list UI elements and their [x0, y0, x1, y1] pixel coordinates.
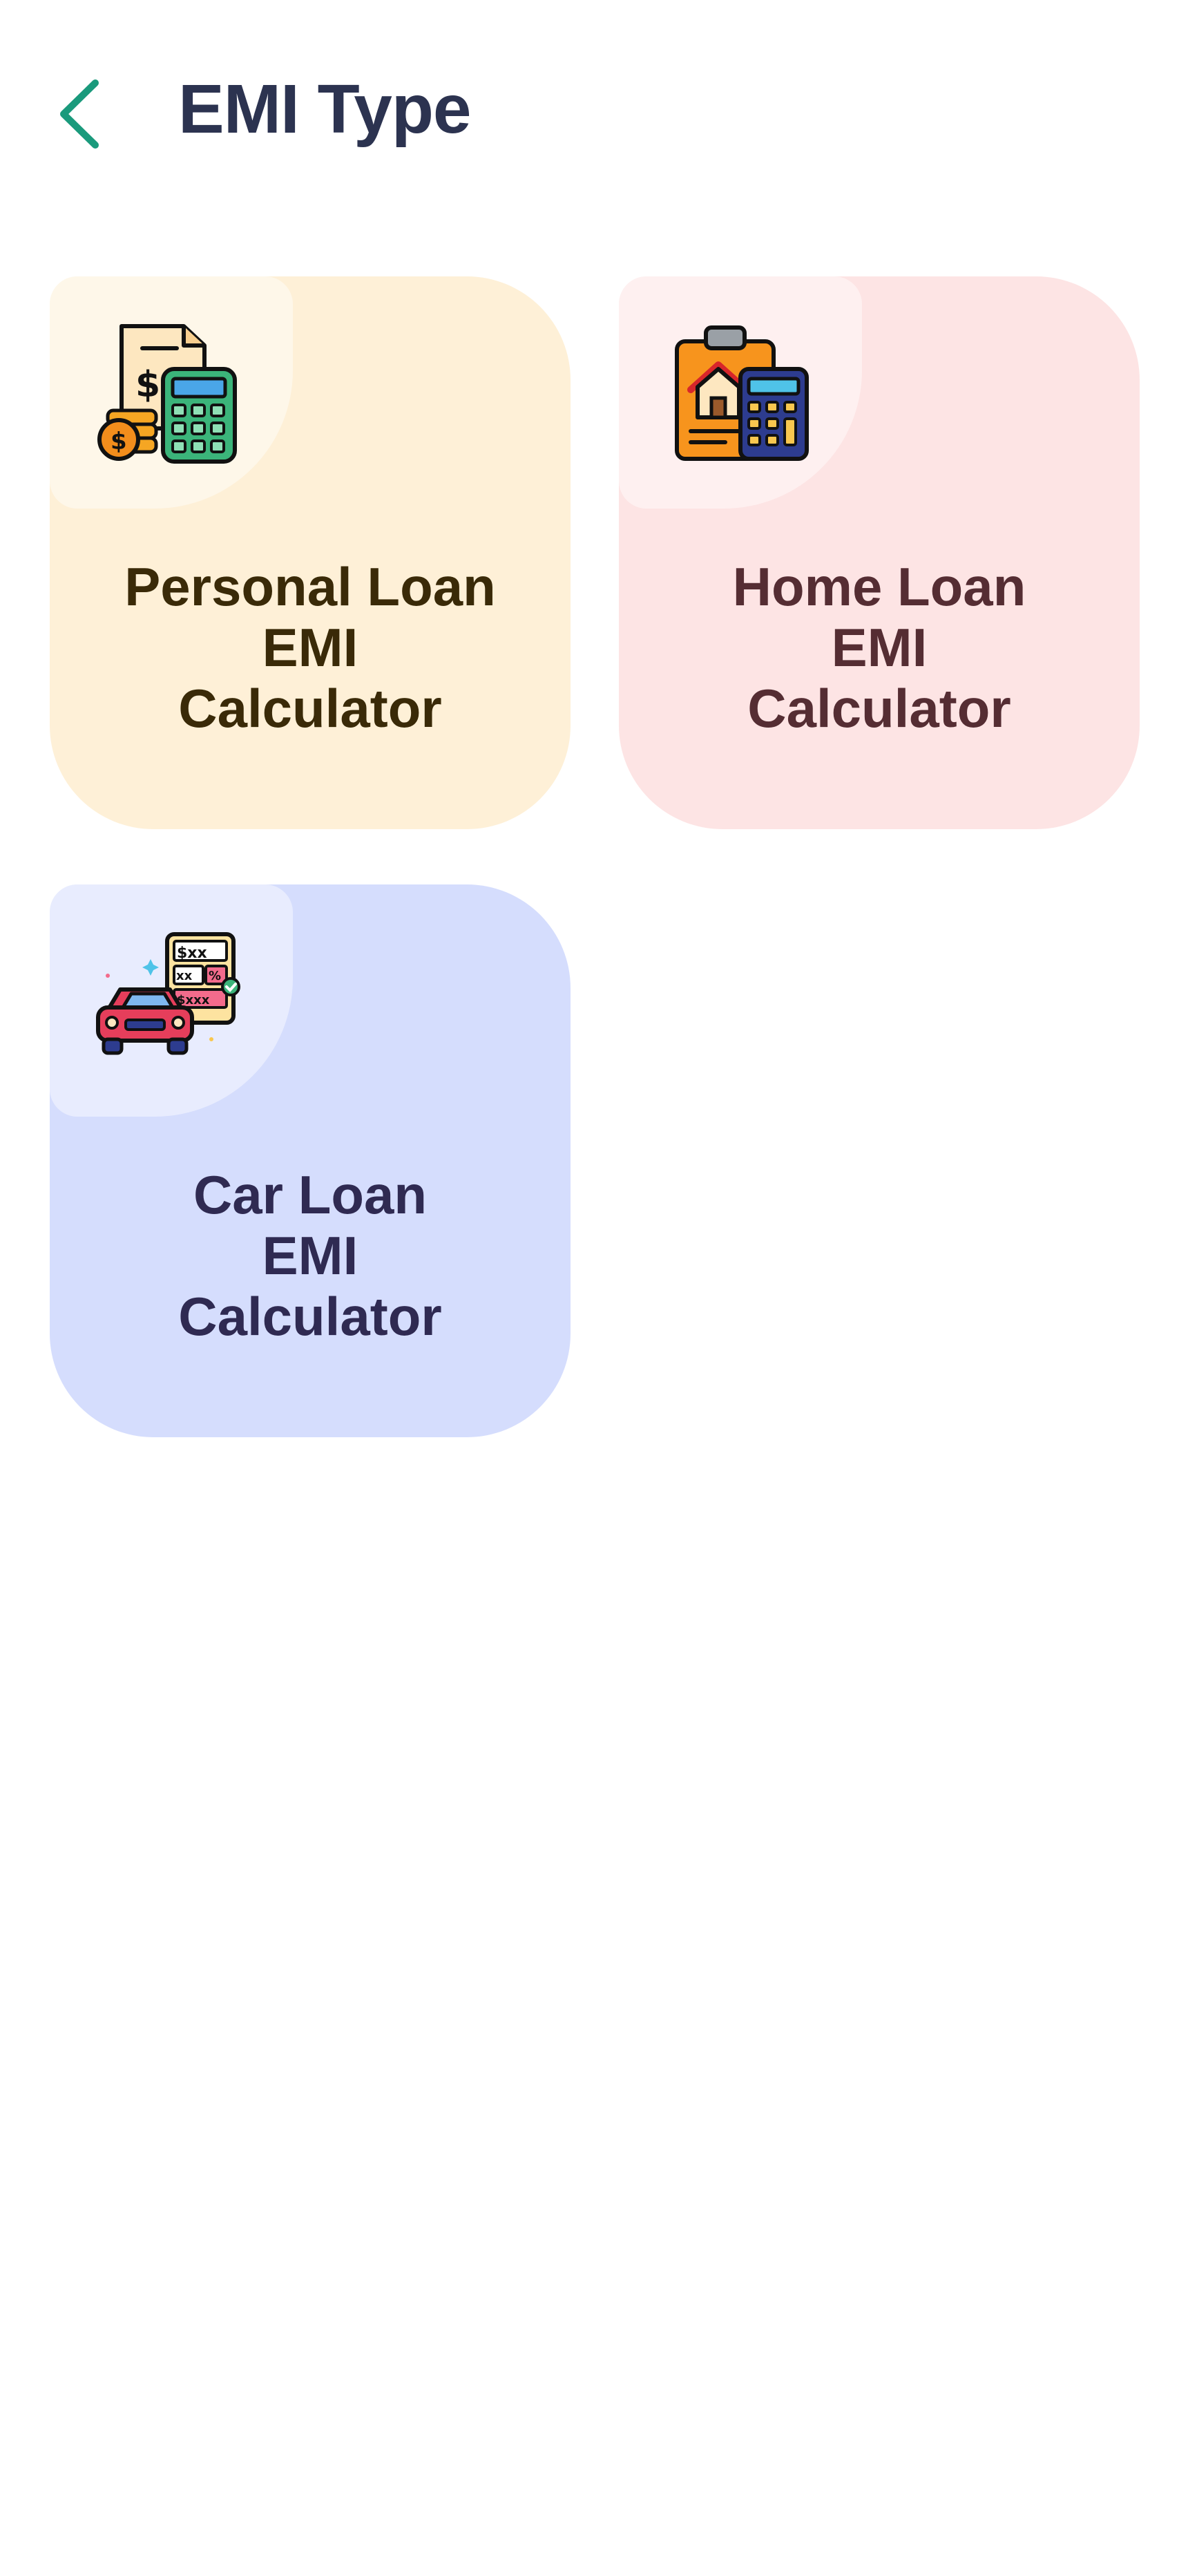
card-label-line: Car Loan	[193, 1164, 428, 1225]
svg-text:$xxx: $xxx	[177, 993, 210, 1007]
card-label-line: Calculator	[178, 678, 442, 739]
card-label-line: EMI	[831, 617, 928, 678]
chevron-left-icon	[60, 79, 99, 149]
home-loan-calculator-icon	[663, 321, 815, 466]
card-label-line: Calculator	[747, 678, 1011, 739]
card-label: Car Loan EMI Calculator	[50, 1164, 571, 1347]
card-label-line: Calculator	[178, 1286, 442, 1347]
car-loan-emi-card[interactable]: $xx xx % $xxx	[50, 884, 571, 1437]
car-loan-calculator-icon: $xx xx % $xxx	[94, 929, 246, 1074]
card-label-line: Home Loan	[732, 556, 1026, 617]
back-button[interactable]	[41, 69, 117, 159]
svg-text:$: $	[135, 364, 160, 406]
card-label: Personal Loan EMI Calculator	[50, 556, 571, 739]
personal-loan-calculator-icon: $ $	[94, 321, 246, 466]
app-header: EMI Type	[0, 0, 1188, 221]
personal-loan-emi-card[interactable]: $ $ Personal Loan EMI Calculator	[50, 276, 571, 829]
svg-text:xx: xx	[176, 969, 193, 983]
card-label: Home Loan EMI Calculator	[619, 556, 1140, 739]
svg-text:$: $	[111, 428, 127, 455]
card-label-line: EMI	[262, 1225, 358, 1286]
card-label-line: Personal Loan	[124, 556, 496, 617]
home-loan-emi-card[interactable]: Home Loan EMI Calculator	[619, 276, 1140, 829]
svg-text:%: %	[209, 969, 221, 983]
svg-text:$xx: $xx	[177, 945, 207, 962]
page-title: EMI Type	[178, 70, 472, 148]
card-label-line: EMI	[262, 617, 358, 678]
